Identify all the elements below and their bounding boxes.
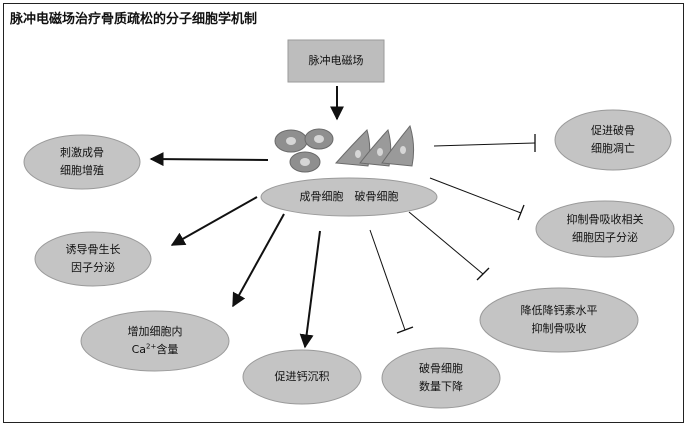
inhibit-to-osteoclast-decrease [369, 229, 406, 331]
osteoclast-decrease-label: 破骨细胞数量下降 [419, 362, 463, 393]
inhibit-to-calcium-level [408, 211, 484, 275]
node-calcium [80, 310, 230, 372]
calcium-label: 增加细胞内 Ca2+含量 [127, 325, 183, 356]
calcification-label: 促进钙沉积 [274, 370, 330, 383]
diagram-title: 脉冲电磁场治疗骨质疏松的分子细胞学机制 [10, 12, 258, 27]
node-calcium-level [479, 287, 639, 353]
arrow-to-growth-factor [170, 196, 258, 246]
node-apoptosis [554, 109, 672, 171]
diagram-frame [3, 3, 684, 423]
node-growth-factor [34, 231, 152, 287]
calcium-level-label: 降低降钙素水平抑制骨吸收 [520, 304, 598, 335]
inhibit-to-apoptosis [433, 142, 536, 147]
growth-factor-label: 诱导骨生长因子分泌 [65, 243, 121, 274]
center-label: 成骨细胞 破骨细胞 [299, 190, 399, 203]
arrow-to-calcification [299, 230, 321, 349]
node-resorption-factor [535, 200, 675, 258]
node-calcification [242, 349, 362, 405]
center-ellipse [260, 177, 438, 217]
node-proliferation [23, 134, 141, 190]
inhibit-to-resorption-factor [429, 177, 522, 214]
source-box-label: 脉冲电磁场 [308, 54, 364, 67]
source-box [287, 39, 385, 83]
resorption-factor-label: 抑制骨吸收相关细胞因子分泌 [566, 213, 644, 244]
osteoclast-cells-icon [334, 124, 415, 167]
osteoblast-cells-icon [274, 128, 334, 173]
arrow-to-proliferation [149, 152, 269, 167]
node-osteoclast-decrease [381, 347, 501, 409]
proliferation-label: 刺激成骨细胞增殖 [60, 146, 104, 177]
arrow-to-calcium [232, 213, 285, 308]
apoptosis-label: 促进破骨细胞凋亡 [591, 124, 635, 155]
